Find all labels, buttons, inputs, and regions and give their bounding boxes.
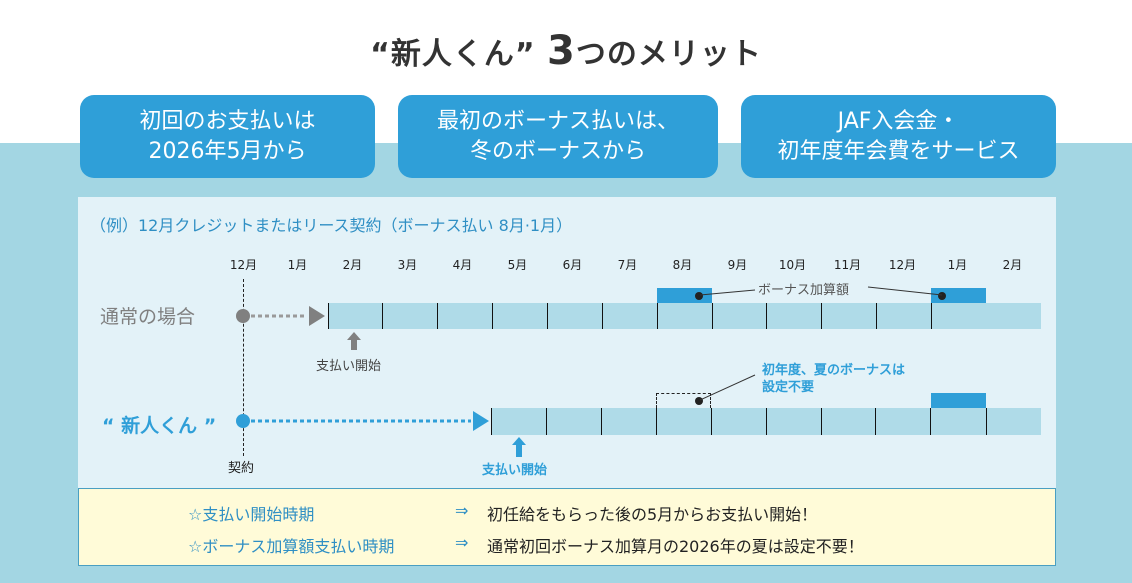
note-line: 設定不要 bbox=[762, 380, 815, 395]
example-heading: （例）12月クレジットまたはリース契約（ボーナス払い 8月·1月） bbox=[90, 216, 573, 235]
note-pointer-dot bbox=[695, 397, 703, 405]
month-label: 2月 bbox=[1002, 258, 1023, 272]
summary-arrow: ⇒ bbox=[455, 533, 469, 552]
normal-arrow-icon bbox=[236, 306, 325, 326]
title-number: 3 bbox=[547, 28, 576, 74]
bonus-block-january bbox=[931, 393, 986, 408]
month-label: 12月 bbox=[229, 258, 258, 272]
merit-card-3: JAF入会金・ 初年度年会費をサービス bbox=[741, 95, 1056, 178]
summary-arrow: ⇒ bbox=[455, 501, 469, 520]
merit-card-line: 初回のお支払いは bbox=[139, 108, 316, 134]
contract-label: 契約 bbox=[228, 461, 255, 476]
title-quote-open: “ bbox=[370, 37, 391, 72]
up-arrow-icon bbox=[512, 437, 526, 457]
month-label: 10月 bbox=[778, 258, 807, 272]
shinjin-payment-start: 支払い開始 bbox=[482, 463, 548, 478]
title-quote-close: ” bbox=[514, 37, 536, 72]
page-title: “新人くん” 3つのメリット bbox=[0, 28, 1132, 74]
summary-box bbox=[78, 488, 1056, 566]
month-label: 12月 bbox=[888, 258, 917, 272]
bonus-leader-lines bbox=[700, 286, 943, 296]
merit-card-line: JAF入会金・ bbox=[837, 108, 960, 134]
contract-date-line bbox=[243, 279, 244, 456]
month-label: 5月 bbox=[507, 258, 528, 272]
month-label: 8月 bbox=[672, 258, 693, 272]
summary-text: 通常初回ボーナス加算月の2026年の夏は設定不要！ bbox=[487, 537, 864, 556]
month-label: 2月 bbox=[342, 258, 363, 272]
normal-payment-start: 支払い開始 bbox=[316, 359, 382, 374]
merit-card-line: 初年度年会費をサービス bbox=[777, 138, 1020, 164]
shinjin-timeline-bar bbox=[491, 408, 1041, 435]
month-label: 6月 bbox=[562, 258, 583, 272]
example-panel bbox=[78, 197, 1056, 489]
merit-card-2: 最初のボーナス払いは、 冬のボーナスから bbox=[398, 95, 718, 178]
bonus-block-january bbox=[931, 288, 986, 303]
shinjin-case-label: “ 新人くん ” bbox=[102, 415, 217, 437]
normal-case-label: 通常の場合 bbox=[100, 306, 196, 328]
month-label: 7月 bbox=[617, 258, 638, 272]
bonus-pointer-dot bbox=[695, 292, 703, 300]
merit-card-line: 冬のボーナスから bbox=[469, 138, 646, 164]
summer-bonus-note: 初年度、夏のボーナスは 設定不要 bbox=[762, 362, 905, 396]
month-label: 4月 bbox=[452, 258, 473, 272]
month-label: 1月 bbox=[947, 258, 968, 272]
merit-card-line: 2026年5月から bbox=[148, 138, 307, 164]
merit-card-1: 初回のお支払いは 2026年5月から bbox=[80, 95, 375, 178]
bonus-label: ボーナス加算額 bbox=[758, 283, 850, 298]
shinjin-arrow-icon bbox=[236, 411, 489, 431]
month-label: 3月 bbox=[397, 258, 418, 272]
normal-timeline-bar bbox=[328, 303, 1041, 329]
up-arrow-icon bbox=[347, 332, 361, 350]
merit-card-line: 最初のボーナス払いは、 bbox=[436, 108, 679, 134]
summary-text: 初任給をもらった後の5月からお支払い開始！ bbox=[487, 505, 818, 524]
bonus-pointer-dot bbox=[938, 292, 946, 300]
summary-label: ☆ボーナス加算額支払い時期 bbox=[188, 537, 395, 556]
month-label: 9月 bbox=[727, 258, 748, 272]
summary-label: ☆支払い開始時期 bbox=[188, 505, 315, 524]
month-label: 11月 bbox=[833, 258, 862, 272]
skipped-bonus-box bbox=[656, 393, 711, 408]
title-name: 新人くん bbox=[390, 37, 515, 72]
note-leader-line bbox=[700, 374, 756, 401]
note-line: 初年度、夏のボーナスは bbox=[762, 363, 906, 378]
month-label: 1月 bbox=[287, 258, 308, 272]
title-suffix: つのメリット bbox=[575, 37, 762, 72]
